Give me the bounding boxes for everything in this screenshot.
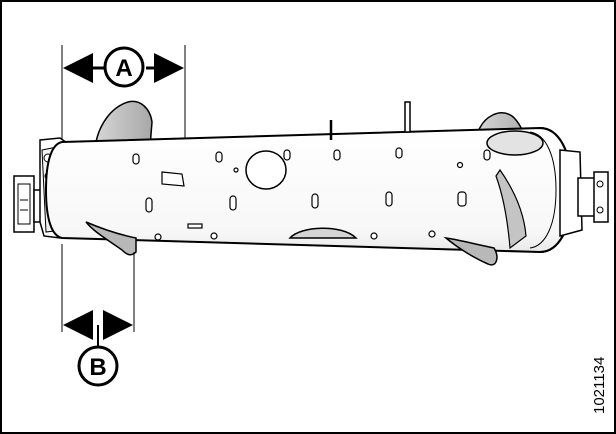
callout-b-circle <box>77 345 119 387</box>
auger-flighting-lower-right <box>443 236 498 266</box>
callout-a-circle <box>103 46 145 88</box>
callout-a-label: A <box>115 55 132 82</box>
tube-post-2 <box>404 101 411 133</box>
finger-guides <box>132 147 491 241</box>
right-drive-housing <box>559 149 609 237</box>
callout-b: B <box>77 345 119 387</box>
auger-flighting-upper-left <box>94 100 153 149</box>
top-hatch-right <box>486 130 544 156</box>
figure-number: 1021134 <box>591 357 608 414</box>
callout-a: A <box>103 46 145 88</box>
auger-flighting-side-right <box>495 168 527 250</box>
auger-flighting-lower-left <box>85 221 137 256</box>
callout-b-label: B <box>89 354 106 381</box>
tube-end-ring-right <box>529 131 557 249</box>
flighting-bracket <box>161 171 185 187</box>
inspection-port <box>245 150 287 190</box>
bottom-hatch <box>288 227 358 239</box>
